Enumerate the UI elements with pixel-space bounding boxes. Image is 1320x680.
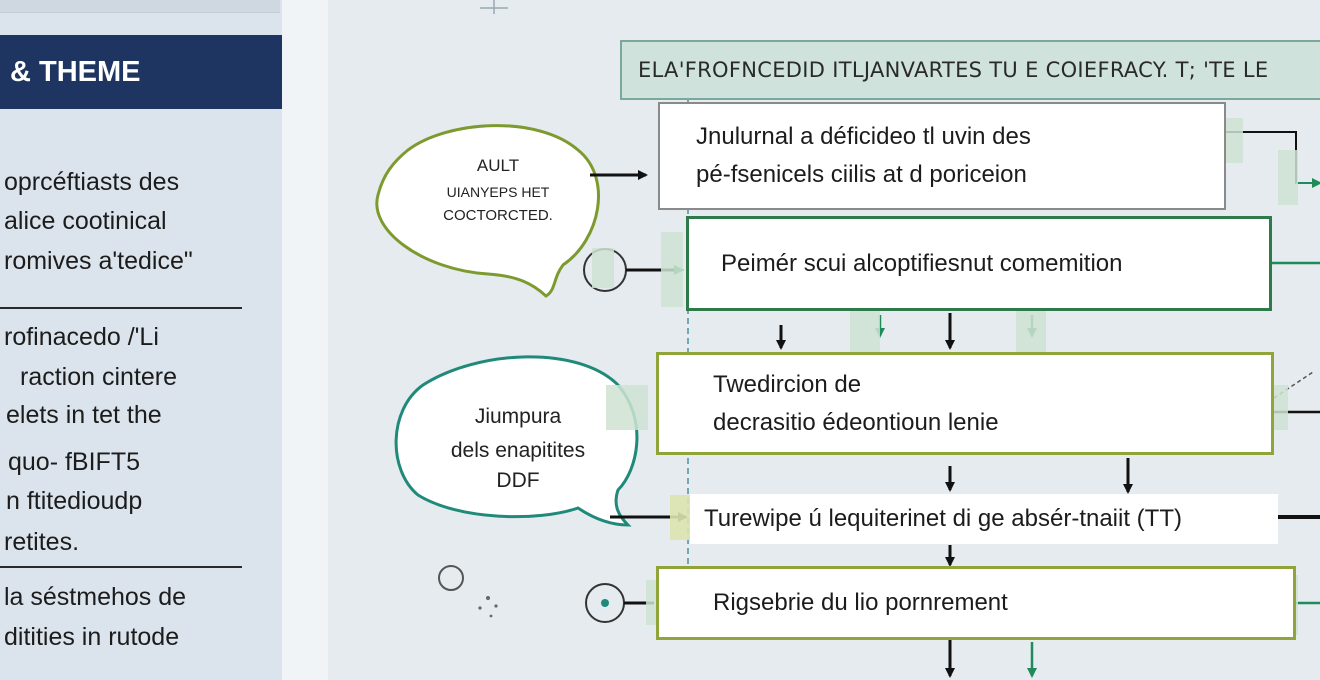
speech-bubble-1 bbox=[375, 124, 600, 298]
bubble-2-line: DDF bbox=[496, 469, 540, 492]
sidebar-panel: & THEME oprcéftiasts des alice cootinica… bbox=[0, 0, 282, 680]
flow-step-3-line: Twedircion de bbox=[713, 370, 862, 398]
sidebar-text-line: retites. bbox=[4, 528, 80, 556]
flow-step-5-label: Rigsebrie du lio pornrement bbox=[713, 589, 1008, 616]
bubble-2-text: Jiumpura dels enapitites DDF bbox=[408, 400, 628, 494]
panel-gutter bbox=[282, 0, 328, 680]
sidebar-text-line: elets in tet the bbox=[6, 401, 162, 429]
bubble-1-line: AULT bbox=[476, 156, 520, 175]
scatter-dots bbox=[478, 596, 498, 618]
flow-step-4: Turewipe ú lequiterinet di ge absér-tnai… bbox=[690, 494, 1278, 544]
bubble-2-line: dels enapitites bbox=[450, 439, 586, 462]
bubble-2-line: Jiumpura bbox=[474, 405, 562, 428]
flow-step-2-label: Peimér scui alcoptifiesnut comemition bbox=[721, 249, 1123, 277]
flowchart-canvas: ELA'FROFNCEDID ITLJANVARTES TU E COIEFRA… bbox=[328, 0, 1320, 680]
flow-step-2: Peimér scui alcoptifiesnut comemition bbox=[686, 216, 1272, 311]
sidebar-divider bbox=[0, 307, 242, 309]
sidebar-text-line: rofinacedo /'Li bbox=[4, 323, 159, 351]
sidebar-text-line: alice cootinical bbox=[4, 207, 167, 235]
flow-step-5: Rigsebrie du lio pornrement bbox=[656, 566, 1296, 640]
sidebar-text-line: romives a'tedice" bbox=[4, 247, 193, 275]
sidebar-text-line: la séstmehos de bbox=[4, 583, 187, 611]
crosshair-icon bbox=[480, 0, 508, 14]
flow-step-4-label: Turewipe ú lequiterinet di ge absér-tnai… bbox=[704, 505, 1182, 532]
connector-node-dot bbox=[601, 599, 609, 607]
flow-step-1-line: Jnulurnal a déficideo tl uvin des bbox=[696, 123, 1031, 150]
sidebar-text-line: oprcéftiasts des bbox=[4, 168, 180, 196]
diagram-title: ELA'FROFNCEDID ITLJANVARTES TU E COIEFRA… bbox=[620, 40, 1320, 100]
sidebar-top-bar bbox=[0, 0, 280, 13]
flow-step-1: Jnulurnal a déficideo tl uvin des pé-fse… bbox=[658, 102, 1226, 210]
sidebar-text-line: ditities in rutode bbox=[4, 623, 180, 651]
sidebar-divider bbox=[0, 566, 242, 568]
decorative-ring bbox=[438, 565, 464, 591]
bubble-1-text: AULT UIANYEPS HET COCTORCTED. bbox=[408, 152, 588, 228]
sidebar-text-line: raction cintere bbox=[20, 363, 178, 391]
sidebar-text-line: n ftitedioudp bbox=[6, 487, 143, 515]
flow-step-3-line: decrasitio édeontioun lenie bbox=[713, 408, 999, 436]
sidebar-text-line: quo- fBIFT5 bbox=[8, 448, 140, 476]
flowchart-connectors bbox=[375, 0, 1320, 678]
sidebar-header: & THEME bbox=[0, 35, 282, 109]
bubble-1-line: UIANYEPS HET bbox=[446, 184, 550, 200]
flow-step-1-line: pé-fsenicels ciilis at d poriceion bbox=[696, 161, 1027, 188]
bubble-1-line: COCTORCTED. bbox=[443, 207, 553, 224]
speech-bubble-2 bbox=[394, 355, 639, 527]
flow-step-3: Twedircion de decrasitio édeontioun leni… bbox=[656, 352, 1274, 455]
